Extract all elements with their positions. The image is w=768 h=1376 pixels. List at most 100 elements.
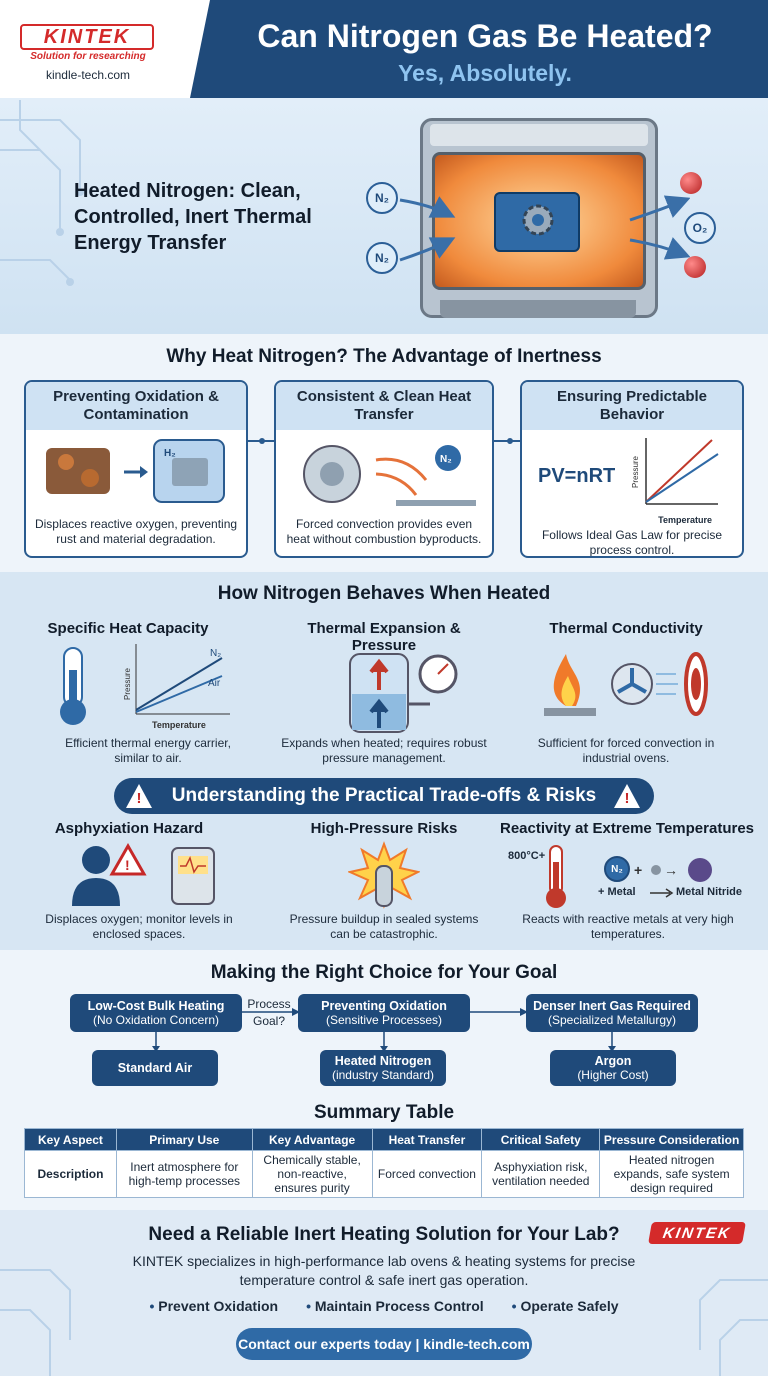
svg-text:→: →: [664, 862, 678, 878]
table-row: Description Inert atmosphere for high-te…: [24, 1150, 744, 1198]
n2-label: N₂: [440, 454, 452, 465]
brand-url[interactable]: kindle-tech.com: [45, 68, 131, 82]
behavior-description: Expands when heated; requires robust pre…: [281, 736, 487, 765]
table-header-row: Key Aspect Primary Use Key Advantage Hea…: [24, 1128, 744, 1151]
choice-node-heated-nitrogen[interactable]: Heated Nitrogen (industry Standard): [320, 1050, 446, 1086]
n2-molecule-icon: N₂: [366, 242, 398, 274]
brand-logo[interactable]: KINTEK: [20, 24, 154, 50]
svg-text:!: !: [125, 857, 130, 873]
hero-text: Heated Nitrogen: Clean, Controlled, Iner…: [74, 180, 312, 254]
risks-banner-text: Understanding the Practical Trade-offs &…: [171, 785, 597, 806]
table-cell: Inert atmosphere for high-temp processes: [115, 1150, 253, 1198]
card-description: Follows Ideal Gas Law for precise proces…: [541, 528, 723, 557]
n2-molecule-icon: N₂: [366, 182, 398, 214]
oxidation-illustration: H₂: [46, 439, 225, 503]
choice-node-standard-air[interactable]: Standard Air: [92, 1050, 218, 1086]
goal-node-denser-inert-gas[interactable]: Denser Inert Gas Required (Specialized M…: [526, 994, 698, 1032]
ideal-gas-equation: PV=nRT: [538, 465, 615, 487]
behavior-heading: Specific Heat Capacity: [47, 620, 209, 637]
behavior-heading: Thermal Expansion & Pressure: [307, 620, 461, 654]
goal-node-low-cost[interactable]: Low-Cost Bulk Heating (No Oxidation Conc…: [70, 994, 242, 1032]
table-header: Critical Safety: [481, 1128, 601, 1151]
arrow-icon: [650, 888, 674, 898]
card-heading: Preventing Oxidation & Contamination: [26, 382, 246, 430]
choice-label: Standard Air: [117, 1061, 193, 1075]
conductivity-illustration: [544, 652, 708, 716]
x-axis-label: Temperature: [152, 720, 206, 730]
table-header: Key Aspect: [24, 1128, 117, 1151]
table-header: Pressure Consideration: [599, 1128, 744, 1151]
ideal-gas-chart: PV=nRT Pressure: [538, 438, 719, 505]
goal-sublabel: (Specialized Metallurgy): [547, 1013, 677, 1027]
card-heat-transfer: Consistent & Clean Heat Transfer N₂ Forc…: [274, 380, 494, 558]
n2-molecule-icon: N₂: [604, 856, 630, 882]
behavior-heading: Thermal Conductivity: [549, 620, 703, 637]
goal-sublabel: (No Oxidation Concern): [92, 1013, 220, 1027]
page-title: Can Nitrogen Gas Be Heated?: [257, 18, 713, 54]
risk-heading: Asphyxiation Hazard: [54, 820, 204, 837]
risk-description: Reacts with reactive metals at very high…: [522, 912, 734, 941]
table-cell: Description: [24, 1150, 117, 1198]
card-description: Forced convection provides even heat wit…: [286, 517, 482, 546]
table-cell: Asphyxiation risk, ventilation needed: [481, 1150, 601, 1198]
oven-base: [440, 300, 636, 318]
risks-banner: Understanding the Practical Trade-offs &…: [114, 778, 654, 814]
nitride-label: Metal Nitride: [676, 886, 743, 898]
cta-title: Need a Reliable Inert Heating Solution f…: [148, 1224, 620, 1245]
card-preventing-oxidation: Preventing Oxidation & Contamination H₂ …: [24, 380, 248, 558]
choice-label: Heated Nitrogen: [334, 1054, 432, 1068]
explosion-illustration: [348, 841, 420, 909]
contact-button[interactable]: Contact our experts today | kindle-tech.…: [236, 1328, 532, 1360]
card-predictable-behavior: Ensuring Predictable Behavior PV=nRT Pre…: [520, 380, 744, 558]
temperature-label: 800°C+: [508, 850, 546, 862]
flow-arrows: [399, 195, 690, 262]
table-header: Primary Use: [115, 1128, 253, 1151]
y-axis-label: Pressure: [123, 667, 132, 700]
oxygen-molecule-icon: [680, 172, 702, 194]
card-heading: Ensuring Predictable Behavior: [522, 382, 742, 430]
heat-capacity-chart: N₂ Air Pressure Temperature: [60, 644, 230, 730]
risk-description: Pressure buildup in sealed systems can b…: [289, 912, 479, 941]
choice-sublabel: (Higher Cost): [577, 1068, 649, 1082]
circuit-decoration: [0, 100, 84, 286]
decision-title: Making the Right Choice for Your Goal: [210, 962, 558, 983]
decision-connectors: [152, 1008, 616, 1052]
brand-logo[interactable]: KINTEK: [648, 1222, 746, 1244]
summary-title: Summary Table: [313, 1102, 455, 1123]
table-header: Heat Transfer: [371, 1128, 483, 1151]
brand-tagline: Solution for researching: [30, 51, 146, 62]
page-subtitle: Yes, Absolutely.: [398, 60, 572, 86]
risk-description: Displaces oxygen; monitor levels in encl…: [45, 912, 233, 941]
behavior-description: Sufficient for forced convection in indu…: [537, 736, 715, 765]
circuit-decoration: [0, 1269, 768, 1376]
header-band: [190, 0, 768, 98]
reaction-arrow: + →: [634, 858, 712, 882]
goal-label: Low-Cost Bulk Heating: [87, 999, 225, 1013]
choice-sublabel: (industry Standard): [331, 1068, 435, 1082]
x-axis-label: Temperature: [658, 515, 712, 525]
cta-bullet: Maintain Process Control: [306, 1298, 484, 1314]
why-title: Why Heat Nitrogen? The Advantage of Iner…: [166, 346, 602, 367]
pressure-vessel-icon: [349, 653, 458, 733]
cta-bullet: Operate Safely: [512, 1298, 618, 1314]
metal-label: + Metal: [598, 886, 636, 898]
behavior-description: Efficient thermal energy carrier, simila…: [65, 736, 231, 765]
svg-text:+: +: [634, 862, 642, 878]
h2-label: H₂: [164, 448, 176, 459]
goal-sublabel: (Sensitive Processes): [325, 1013, 443, 1027]
choice-node-argon[interactable]: Argon (Higher Cost): [550, 1050, 676, 1086]
cta-bullet: Prevent Oxidation: [149, 1298, 278, 1314]
summary-table: Key Aspect Primary Use Key Advantage Hea…: [24, 1128, 744, 1198]
card-description: Displaces reactive oxygen, preventing ru…: [34, 517, 238, 546]
table-cell: Heated nitrogen expands, safe system des…: [599, 1150, 744, 1198]
cta-bullets: Prevent Oxidation Maintain Process Contr…: [0, 1298, 768, 1314]
goal-node-preventing-oxidation[interactable]: Preventing Oxidation (Sensitive Processe…: [298, 994, 470, 1032]
table-cell: Chemically stable, non-reactive, ensures…: [251, 1150, 373, 1198]
thermometer-icon: [546, 845, 566, 908]
convection-illustration: N₂: [303, 445, 476, 506]
decision-question: Process Goal?: [247, 997, 291, 1028]
oven-control-panel: [430, 124, 648, 146]
y-axis-label: Pressure: [631, 455, 640, 488]
behavior-title: How Nitrogen Behaves When Heated: [217, 583, 551, 604]
asphyxiation-illustration: !: [72, 842, 215, 906]
